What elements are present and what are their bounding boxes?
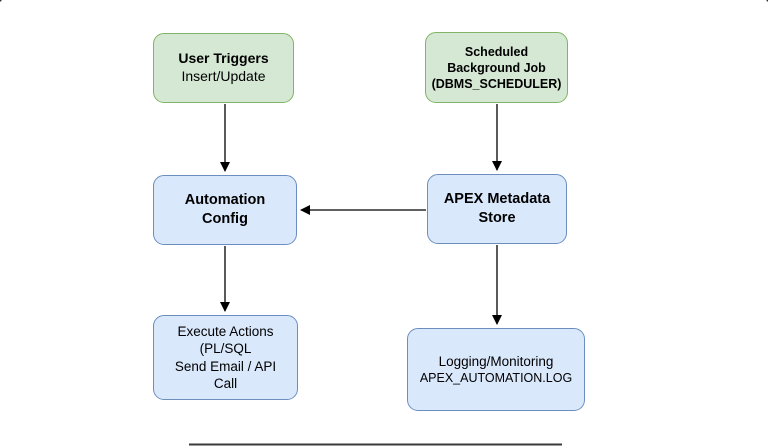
node-apex-metadata-title: APEX Metadata Store — [443, 191, 551, 226]
node-execute-actions-line3: Send Email / API Call — [174, 358, 277, 391]
frame-corner-top-right — [765, 0, 768, 3]
node-apex-metadata-store: APEX Metadata Store — [427, 174, 567, 244]
node-logging-title: Logging/Monitoring — [438, 353, 554, 369]
node-execute-actions: Execute Actions (PL/SQL Send Email / API… — [153, 315, 298, 400]
node-scheduled-job-title: Scheduled Background Job — [447, 44, 546, 75]
node-scheduled-background-job: Scheduled Background Job (DBMS_SCHEDULER… — [425, 32, 568, 103]
node-execute-actions-line1: Execute Actions — [177, 323, 274, 339]
node-logging-monitoring: Logging/Monitoring APEX_AUTOMATION.LOG — [407, 328, 585, 411]
node-scheduled-job-subtitle: (DBMS_SCHEDULER) — [431, 76, 562, 91]
frame-corner-top-left — [0, 0, 3, 3]
node-user-triggers-subtitle: Insert/Update — [181, 68, 266, 84]
node-user-triggers: User Triggers Insert/Update — [153, 33, 294, 103]
node-execute-actions-line2: (PL/SQL — [199, 341, 252, 357]
node-automation-config: Automation Config — [153, 175, 297, 245]
node-logging-subtitle: APEX_AUTOMATION.LOG — [419, 371, 573, 386]
node-automation-config-title: Automation Config — [184, 192, 266, 227]
node-user-triggers-title: User Triggers — [178, 50, 269, 67]
